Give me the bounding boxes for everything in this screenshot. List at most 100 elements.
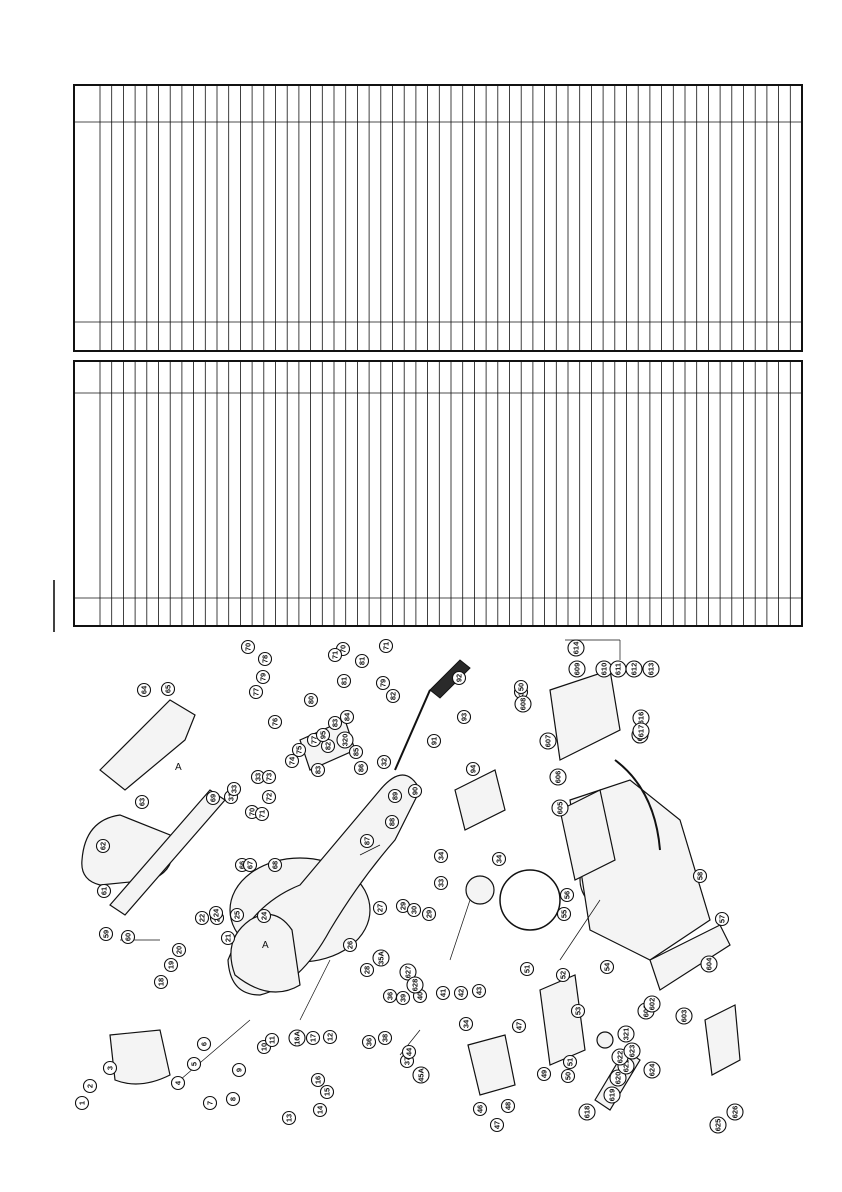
callout-30: 30 bbox=[406, 902, 422, 918]
callout-78: 78 bbox=[257, 651, 273, 667]
callout-circle bbox=[433, 875, 449, 891]
callout-circle bbox=[412, 1066, 430, 1084]
callout-circle bbox=[288, 1029, 306, 1047]
callout-number: 36 bbox=[365, 1038, 374, 1046]
callout-617: 617 bbox=[632, 722, 650, 740]
callout-number: 73 bbox=[265, 773, 274, 781]
bracket-606 bbox=[559, 789, 616, 881]
callout-76: 76 bbox=[267, 714, 283, 730]
callout-number: 25 bbox=[233, 911, 242, 919]
callout-86: 86 bbox=[353, 760, 369, 776]
callout-circle bbox=[240, 639, 256, 655]
callout-69: 69 bbox=[205, 790, 221, 806]
callout-46: 46 bbox=[472, 1101, 488, 1117]
callout-circle bbox=[395, 990, 411, 1006]
callout-circle bbox=[120, 929, 136, 945]
callout-51: 51 bbox=[519, 961, 535, 977]
callout-72: 72 bbox=[261, 789, 277, 805]
parts-list-table-upper bbox=[73, 84, 803, 352]
callout-64: 64 bbox=[136, 682, 152, 698]
upper-blade-guard bbox=[230, 913, 301, 993]
callout-15: 15 bbox=[319, 1084, 335, 1100]
callout-33: 33 bbox=[226, 781, 242, 797]
callout-circle bbox=[435, 985, 451, 1001]
callout-number: 19 bbox=[167, 961, 176, 969]
callout-5: 5 bbox=[186, 1056, 202, 1072]
ref-letter-a-top: A bbox=[175, 762, 182, 773]
callout-number: 85 bbox=[352, 748, 361, 756]
ref-letter-a-mid: A bbox=[262, 940, 269, 951]
callout-circle bbox=[322, 1029, 338, 1045]
callout-number: 81 bbox=[358, 657, 367, 665]
callout-number: 39 bbox=[399, 994, 408, 1002]
callout-47: 47 bbox=[489, 1117, 505, 1133]
callout-number: 3 bbox=[106, 1066, 115, 1070]
callout-77: 77 bbox=[248, 684, 264, 700]
callout-number: 67 bbox=[246, 861, 255, 869]
callout-circle bbox=[453, 985, 469, 1001]
callout-320: 320 bbox=[336, 731, 354, 749]
callout-number: 41 bbox=[439, 989, 448, 997]
callout-32: 32 bbox=[376, 754, 392, 770]
callout-607: 607 bbox=[539, 732, 557, 750]
callout-circle bbox=[98, 926, 114, 942]
callout-75: 75 bbox=[291, 742, 307, 758]
callout-circle bbox=[568, 660, 586, 678]
callout-number: 622 bbox=[616, 1051, 625, 1064]
callout-number: 45A bbox=[417, 1068, 426, 1082]
callout-number: 601 bbox=[642, 1005, 651, 1018]
callout-number: 18 bbox=[157, 978, 166, 986]
callout-circle bbox=[406, 902, 422, 918]
callout-number: 95 bbox=[319, 731, 328, 739]
callout-number: 71 bbox=[382, 642, 391, 650]
callout-number: 83 bbox=[331, 719, 340, 727]
callout-circle bbox=[261, 789, 277, 805]
callout-number: 40 bbox=[416, 992, 425, 1000]
callout-number: 84 bbox=[343, 712, 352, 721]
callout-number: 66 bbox=[238, 861, 247, 869]
callout-circle bbox=[643, 995, 661, 1013]
callout-circle bbox=[196, 1036, 212, 1052]
callout-45a: 45A bbox=[412, 1066, 430, 1084]
callout-circle bbox=[160, 681, 176, 697]
callout-number: 617 bbox=[637, 725, 646, 738]
callout-number: 27 bbox=[376, 904, 385, 912]
callout-number: 94 bbox=[469, 764, 478, 773]
callout-circle bbox=[305, 1030, 321, 1046]
callout-circle bbox=[267, 714, 283, 730]
callout-circle bbox=[327, 647, 343, 663]
callout-95: 95 bbox=[315, 727, 331, 743]
callout-number: 320 bbox=[341, 734, 350, 747]
callout-number: 628 bbox=[411, 979, 420, 992]
callout-number: 57 bbox=[718, 915, 727, 923]
clamp-knob bbox=[596, 1031, 614, 1049]
callout-60: 60 bbox=[120, 929, 136, 945]
callout-number: 42 bbox=[457, 989, 466, 997]
callout-number: 37 bbox=[403, 1057, 412, 1065]
callout-34: 34 bbox=[433, 848, 449, 864]
callout-circle bbox=[225, 1091, 241, 1107]
callout-circle bbox=[385, 688, 401, 704]
callout-35a: 35A bbox=[372, 949, 390, 967]
callout-number: 607 bbox=[544, 735, 553, 748]
callout-628: 628 bbox=[406, 976, 424, 994]
callout-number: 69 bbox=[209, 794, 218, 802]
callout-84: 84 bbox=[339, 709, 355, 725]
callout-number: 35A bbox=[377, 951, 386, 965]
callout-number: 44 bbox=[405, 1047, 414, 1056]
callout-number: 82 bbox=[389, 692, 398, 700]
callout-28: 28 bbox=[359, 962, 375, 978]
callout-number: 79 bbox=[259, 673, 268, 681]
callout-circle bbox=[303, 692, 319, 708]
callout-88: 88 bbox=[384, 814, 400, 830]
callout-circle bbox=[709, 1116, 727, 1134]
callout-circle bbox=[375, 675, 391, 691]
callout-circle bbox=[387, 788, 403, 804]
callout-79: 79 bbox=[255, 669, 271, 685]
callout-17: 17 bbox=[305, 1030, 321, 1046]
callout-circle bbox=[310, 1072, 326, 1088]
callout-number: 55 bbox=[560, 910, 569, 918]
callout-number: 8 bbox=[229, 1097, 238, 1101]
callout-number: 9 bbox=[235, 1068, 244, 1072]
callout-74: 74 bbox=[284, 753, 300, 769]
